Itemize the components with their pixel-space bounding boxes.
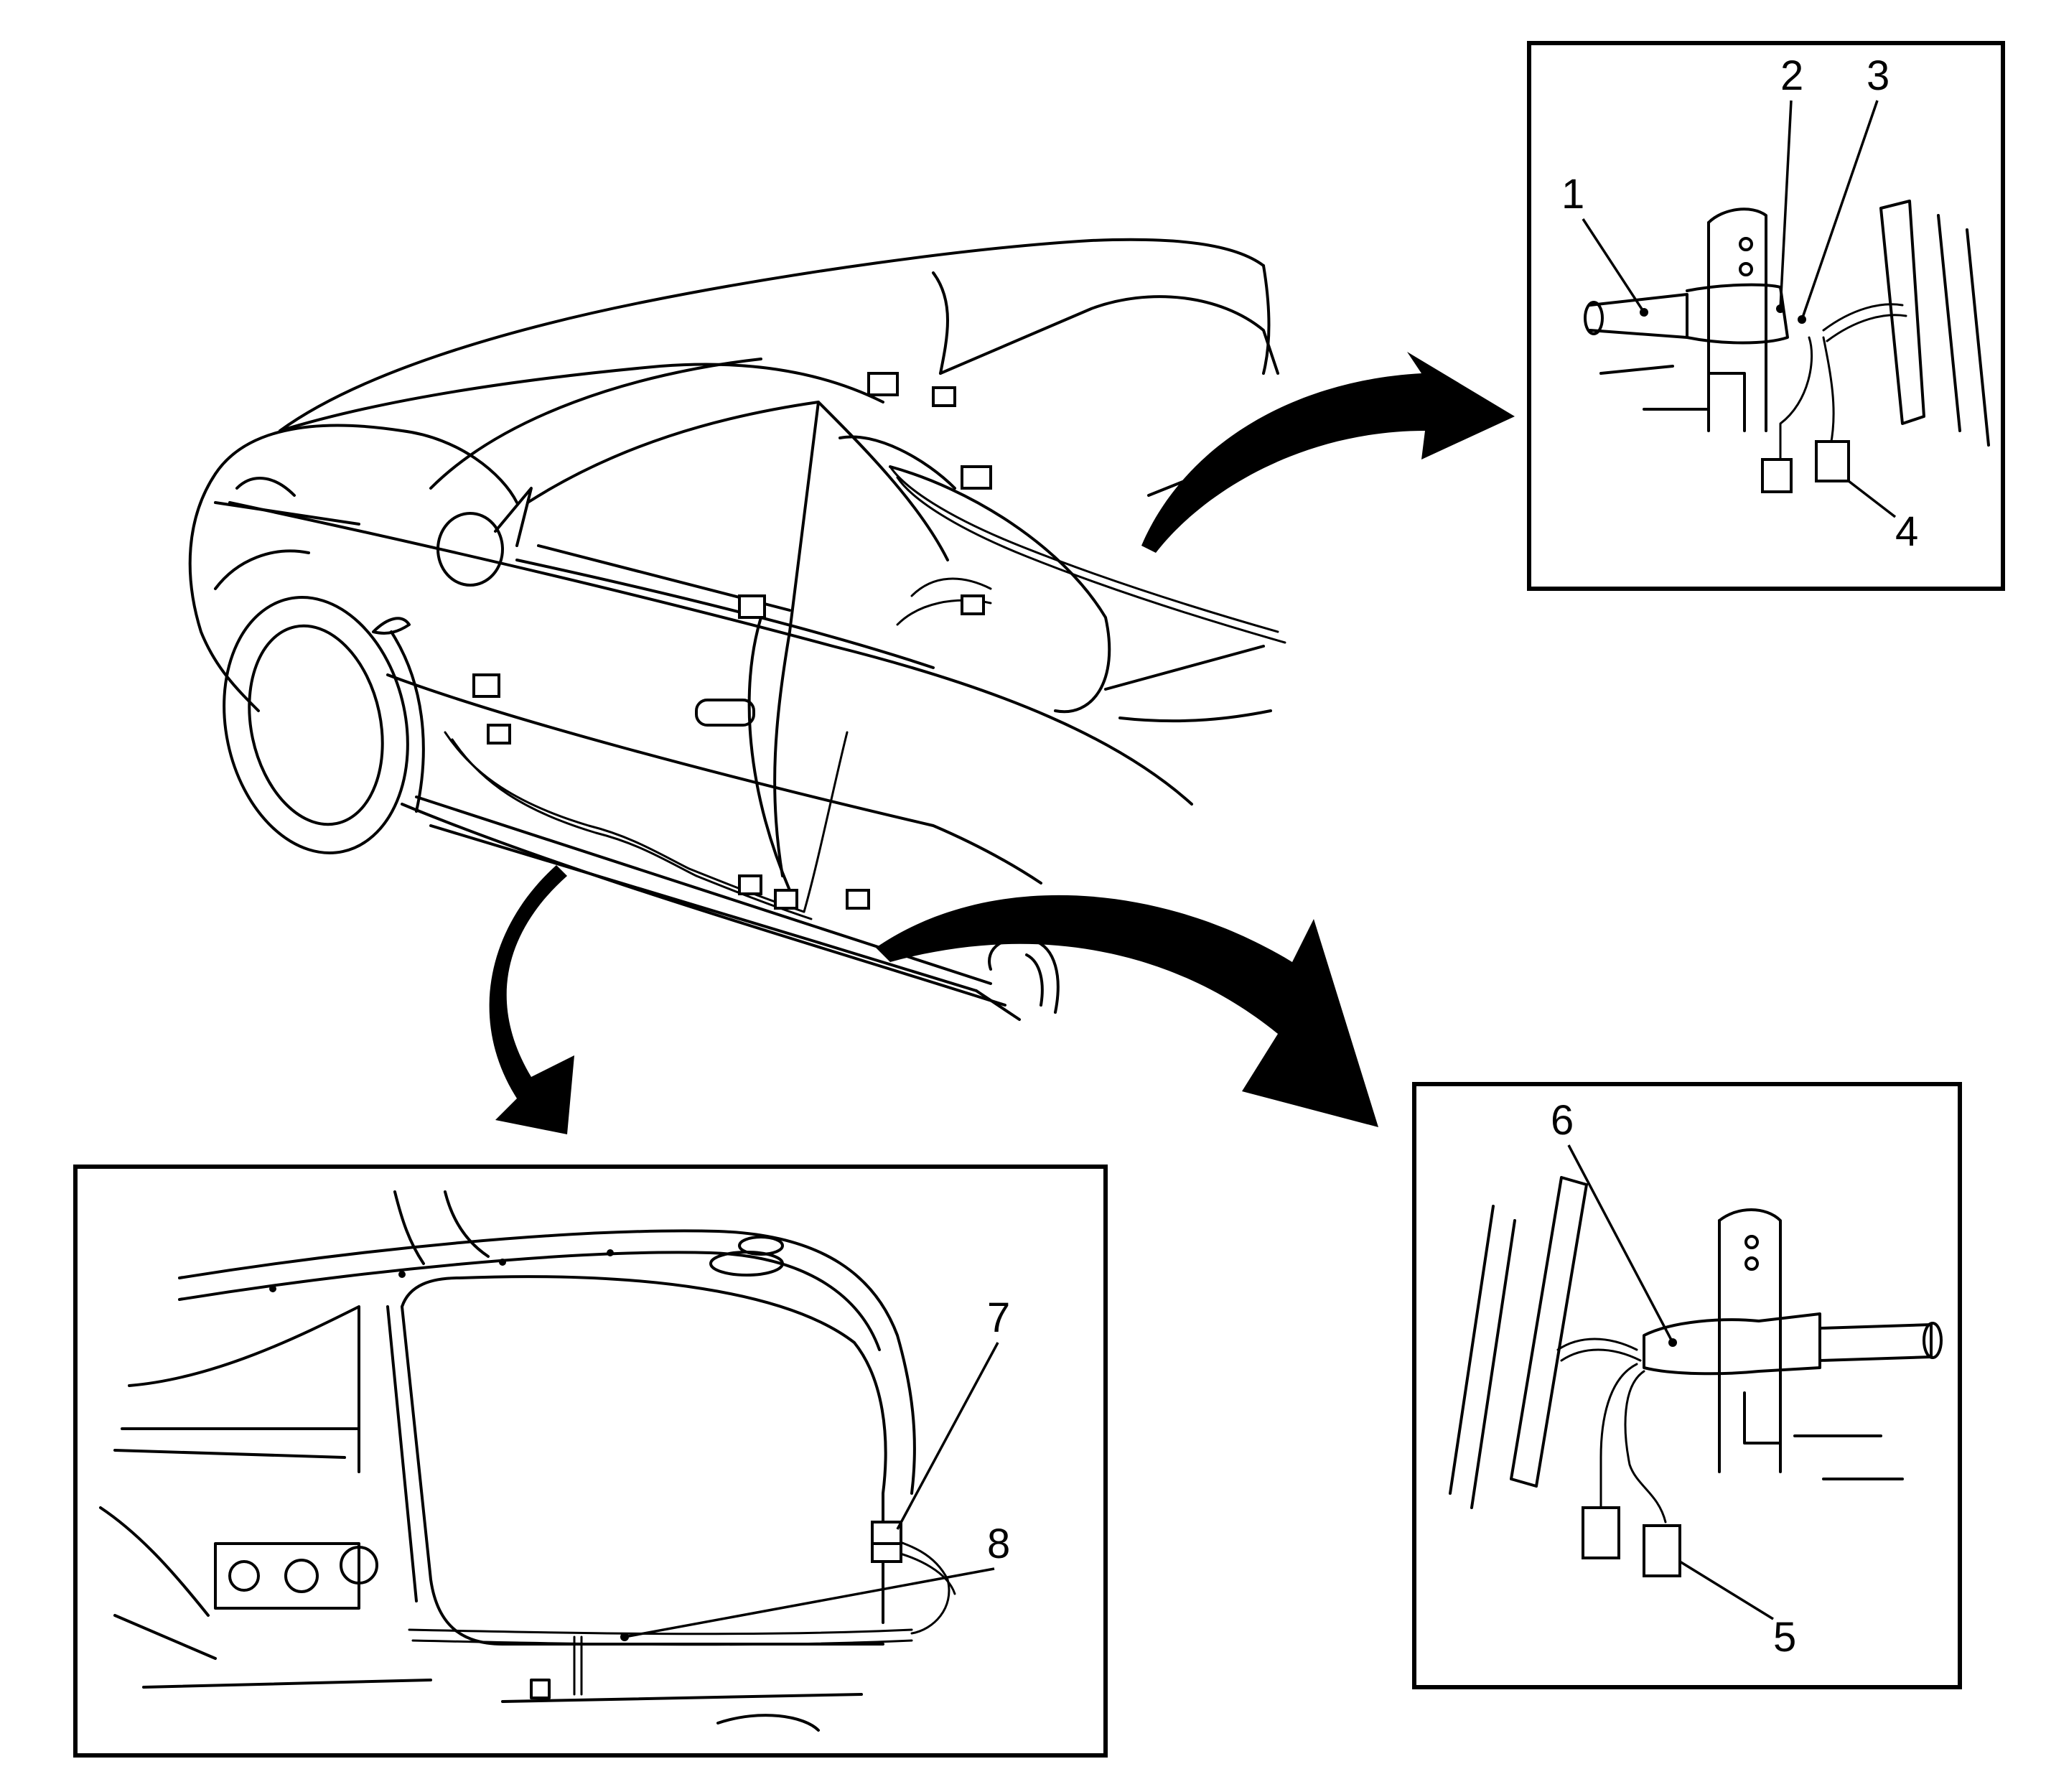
callout-6: 6 [1551,1097,1574,1144]
detail-view-upper-right: 1 2 3 4 [1527,41,2005,591]
callout-5: 5 [1773,1614,1796,1661]
callout-4: 4 [1895,508,1918,555]
callout-3: 3 [1867,52,1889,99]
callout-1: 1 [1561,171,1584,218]
arrow-to-lower-right-view [876,895,1378,1127]
arrow-to-lower-left-view [489,865,574,1134]
callout-2: 2 [1780,52,1803,99]
car-illustration [188,238,1294,1021]
callout-7: 7 [987,1294,1010,1341]
detail-view-lower-left: 7 8 [73,1165,1108,1758]
detail-view-lower-right: 6 5 [1412,1082,1962,1689]
arrow-to-upper-right-view [1141,352,1515,553]
callout-8: 8 [987,1521,1010,1567]
